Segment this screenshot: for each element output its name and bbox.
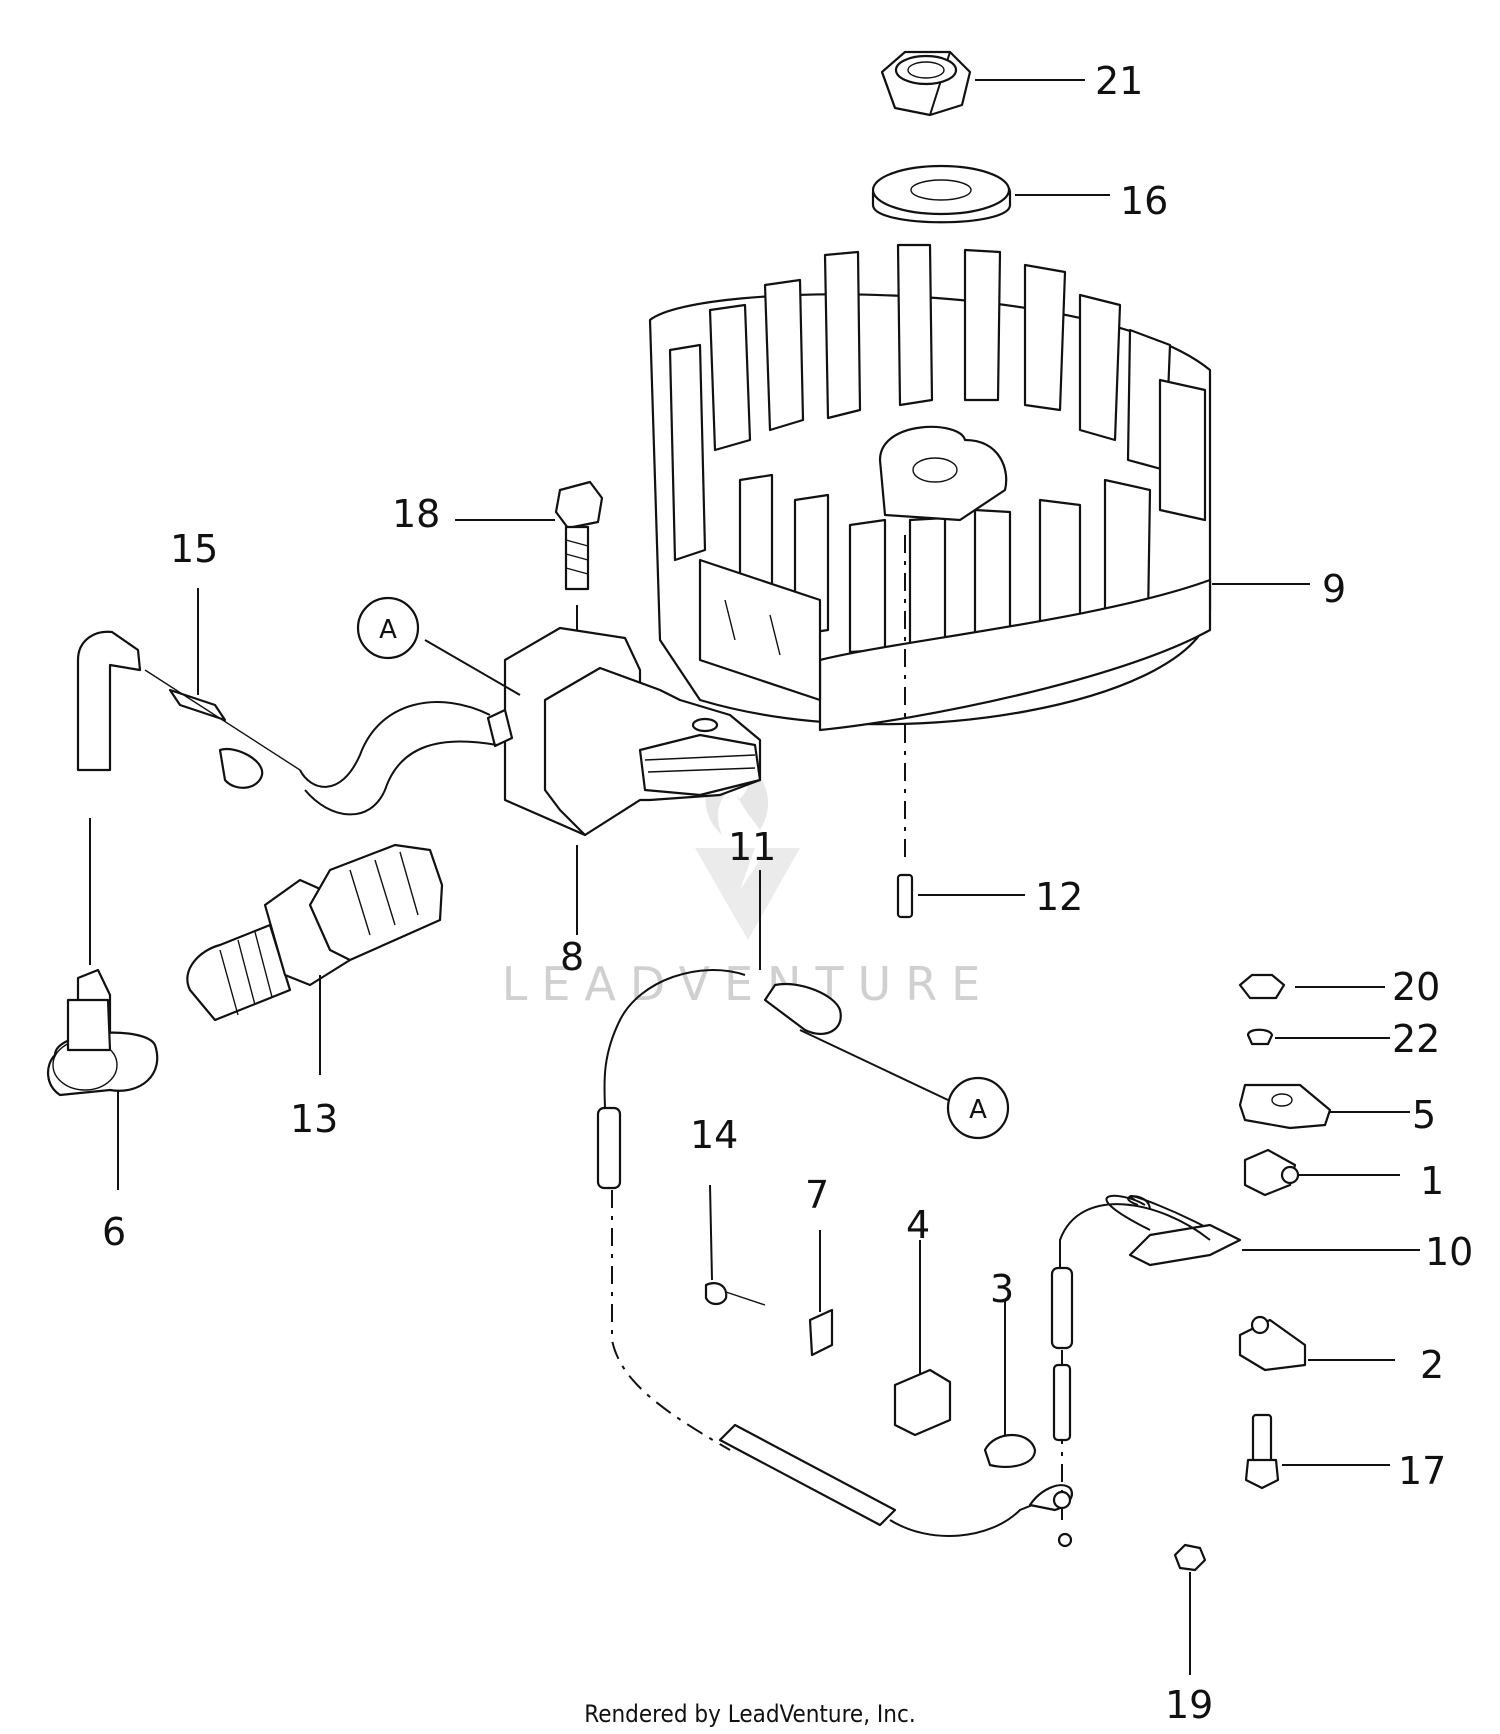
callout-1: 1 xyxy=(1420,1159,1444,1203)
leader-lines xyxy=(117,79,1420,1675)
part-17-screw[interactable] xyxy=(1244,1413,1280,1490)
callout-13: 13 xyxy=(290,1097,338,1141)
part-10-switch-wire[interactable] xyxy=(1050,1194,1242,1548)
part-14-ground-wire[interactable] xyxy=(704,1184,766,1306)
part-9-flywheel[interactable] xyxy=(648,243,1212,860)
part-18-bolt[interactable] xyxy=(554,480,604,645)
part-7-terminal[interactable] xyxy=(808,1230,834,1357)
part-6-plug-boot[interactable] xyxy=(47,630,159,1097)
part-2-switch-base[interactable] xyxy=(1238,1315,1307,1372)
reference-mark-a-bottom: A xyxy=(946,1076,1010,1140)
callout-20: 20 xyxy=(1392,965,1440,1009)
part-8-ignition-coil[interactable] xyxy=(299,626,762,837)
callout-10: 10 xyxy=(1425,1230,1473,1274)
callout-5: 5 xyxy=(1412,1093,1436,1137)
callout-21: 21 xyxy=(1095,59,1143,103)
callout-labels: 21 16 9 18 15 11 12 8 20 22 13 14 5 1 7 … xyxy=(102,59,1473,1727)
part-16-washer[interactable] xyxy=(871,164,1012,224)
callout-9: 9 xyxy=(1322,567,1346,611)
callout-15: 15 xyxy=(170,527,218,571)
callout-4: 4 xyxy=(906,1203,930,1247)
part-21-nut[interactable] xyxy=(880,50,972,117)
callout-22: 22 xyxy=(1392,1017,1440,1061)
part-11-wire-harness[interactable] xyxy=(596,969,1073,1537)
part-20-nut[interactable] xyxy=(1238,973,1286,1000)
callout-7: 7 xyxy=(805,1173,829,1217)
watermark: LEADVENTURE xyxy=(502,760,995,1011)
callout-17: 17 xyxy=(1398,1449,1446,1493)
watermark-text: LEADVENTURE xyxy=(502,957,995,1011)
callout-6: 6 xyxy=(102,1210,126,1254)
part-1-contact[interactable] xyxy=(1243,1148,1300,1197)
part-13-spark-plug[interactable] xyxy=(186,843,444,1022)
svg-text:A: A xyxy=(969,1095,987,1125)
part-12-key[interactable] xyxy=(896,873,914,919)
part-5-bracket[interactable] xyxy=(1238,1083,1332,1130)
callout-11: 11 xyxy=(728,825,776,869)
callout-18: 18 xyxy=(392,492,440,536)
callout-12: 12 xyxy=(1035,875,1083,919)
svg-text:A: A xyxy=(379,615,397,645)
callout-3: 3 xyxy=(990,1267,1014,1311)
callout-14: 14 xyxy=(690,1113,738,1157)
part-15-spring[interactable] xyxy=(144,669,301,789)
part-4-grommet[interactable] xyxy=(893,1240,952,1437)
footer-credit: Rendered by LeadVenture, Inc. xyxy=(584,1700,915,1728)
callout-16: 16 xyxy=(1120,179,1168,223)
callout-8: 8 xyxy=(560,935,584,979)
callout-2: 2 xyxy=(1420,1343,1444,1387)
part-22-washer[interactable] xyxy=(1246,1028,1274,1046)
part-19-nut[interactable] xyxy=(1173,1543,1207,1572)
callout-19: 19 xyxy=(1165,1683,1213,1727)
part-3-wire-clamp[interactable] xyxy=(983,1300,1037,1468)
reference-mark-a-top: A xyxy=(356,596,420,660)
